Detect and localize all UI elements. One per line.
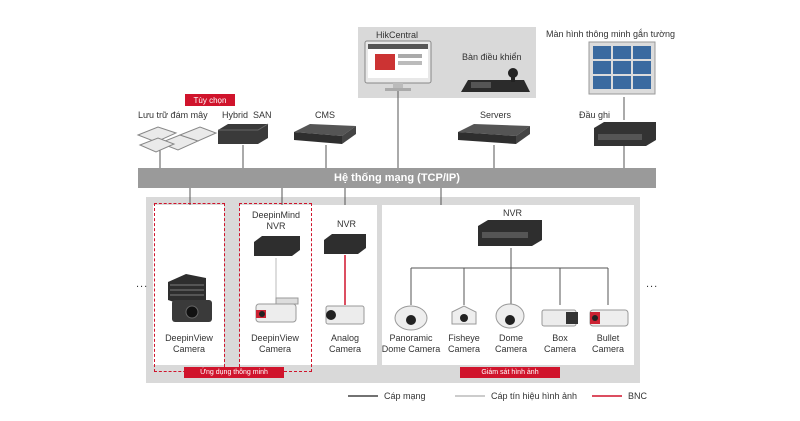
hybrid-san-label: Hybrid SAN xyxy=(222,110,272,120)
cms-label: CMS xyxy=(315,110,335,120)
decoder-label: Đầu ghi xyxy=(579,110,611,120)
network-bar: Hệ thống mạng (TCP/IP) xyxy=(138,168,656,188)
nvr-small-label: NVR xyxy=(337,219,357,229)
smart-app-tag: Ứng dụng thông minh xyxy=(184,367,284,378)
nvr-large-label: NVR xyxy=(503,208,523,218)
servers-label: Servers xyxy=(480,110,512,120)
ellipsis-left: ... xyxy=(136,278,149,290)
control-label: Bàn điều khiển xyxy=(462,52,522,62)
smart-app-box-2 xyxy=(240,205,377,365)
legend-network-cable: Cáp mạng xyxy=(384,391,426,401)
video-surv-tag: Giám sát hình ảnh xyxy=(460,367,560,378)
legend-video-cable: Cáp tín hiệu hình ảnh xyxy=(491,391,578,401)
deepinmind-nvr-label: DeepinMind NVR xyxy=(251,210,301,231)
wall-display-label: Màn hình thông minh gắn tường xyxy=(546,29,676,39)
legend-bnc: BNC xyxy=(628,391,648,401)
optional-tag-label: Tùy chọn xyxy=(193,95,227,105)
ellipsis-right: ... xyxy=(646,278,659,290)
hikcentral-label: HikCentral xyxy=(376,30,419,40)
optional-tag: Tùy chọn xyxy=(185,94,235,106)
cloud-storage-label: Lưu trữ đám mây xyxy=(138,110,208,120)
network-bar-label: Hệ thống mạng (TCP/IP) xyxy=(334,172,460,184)
